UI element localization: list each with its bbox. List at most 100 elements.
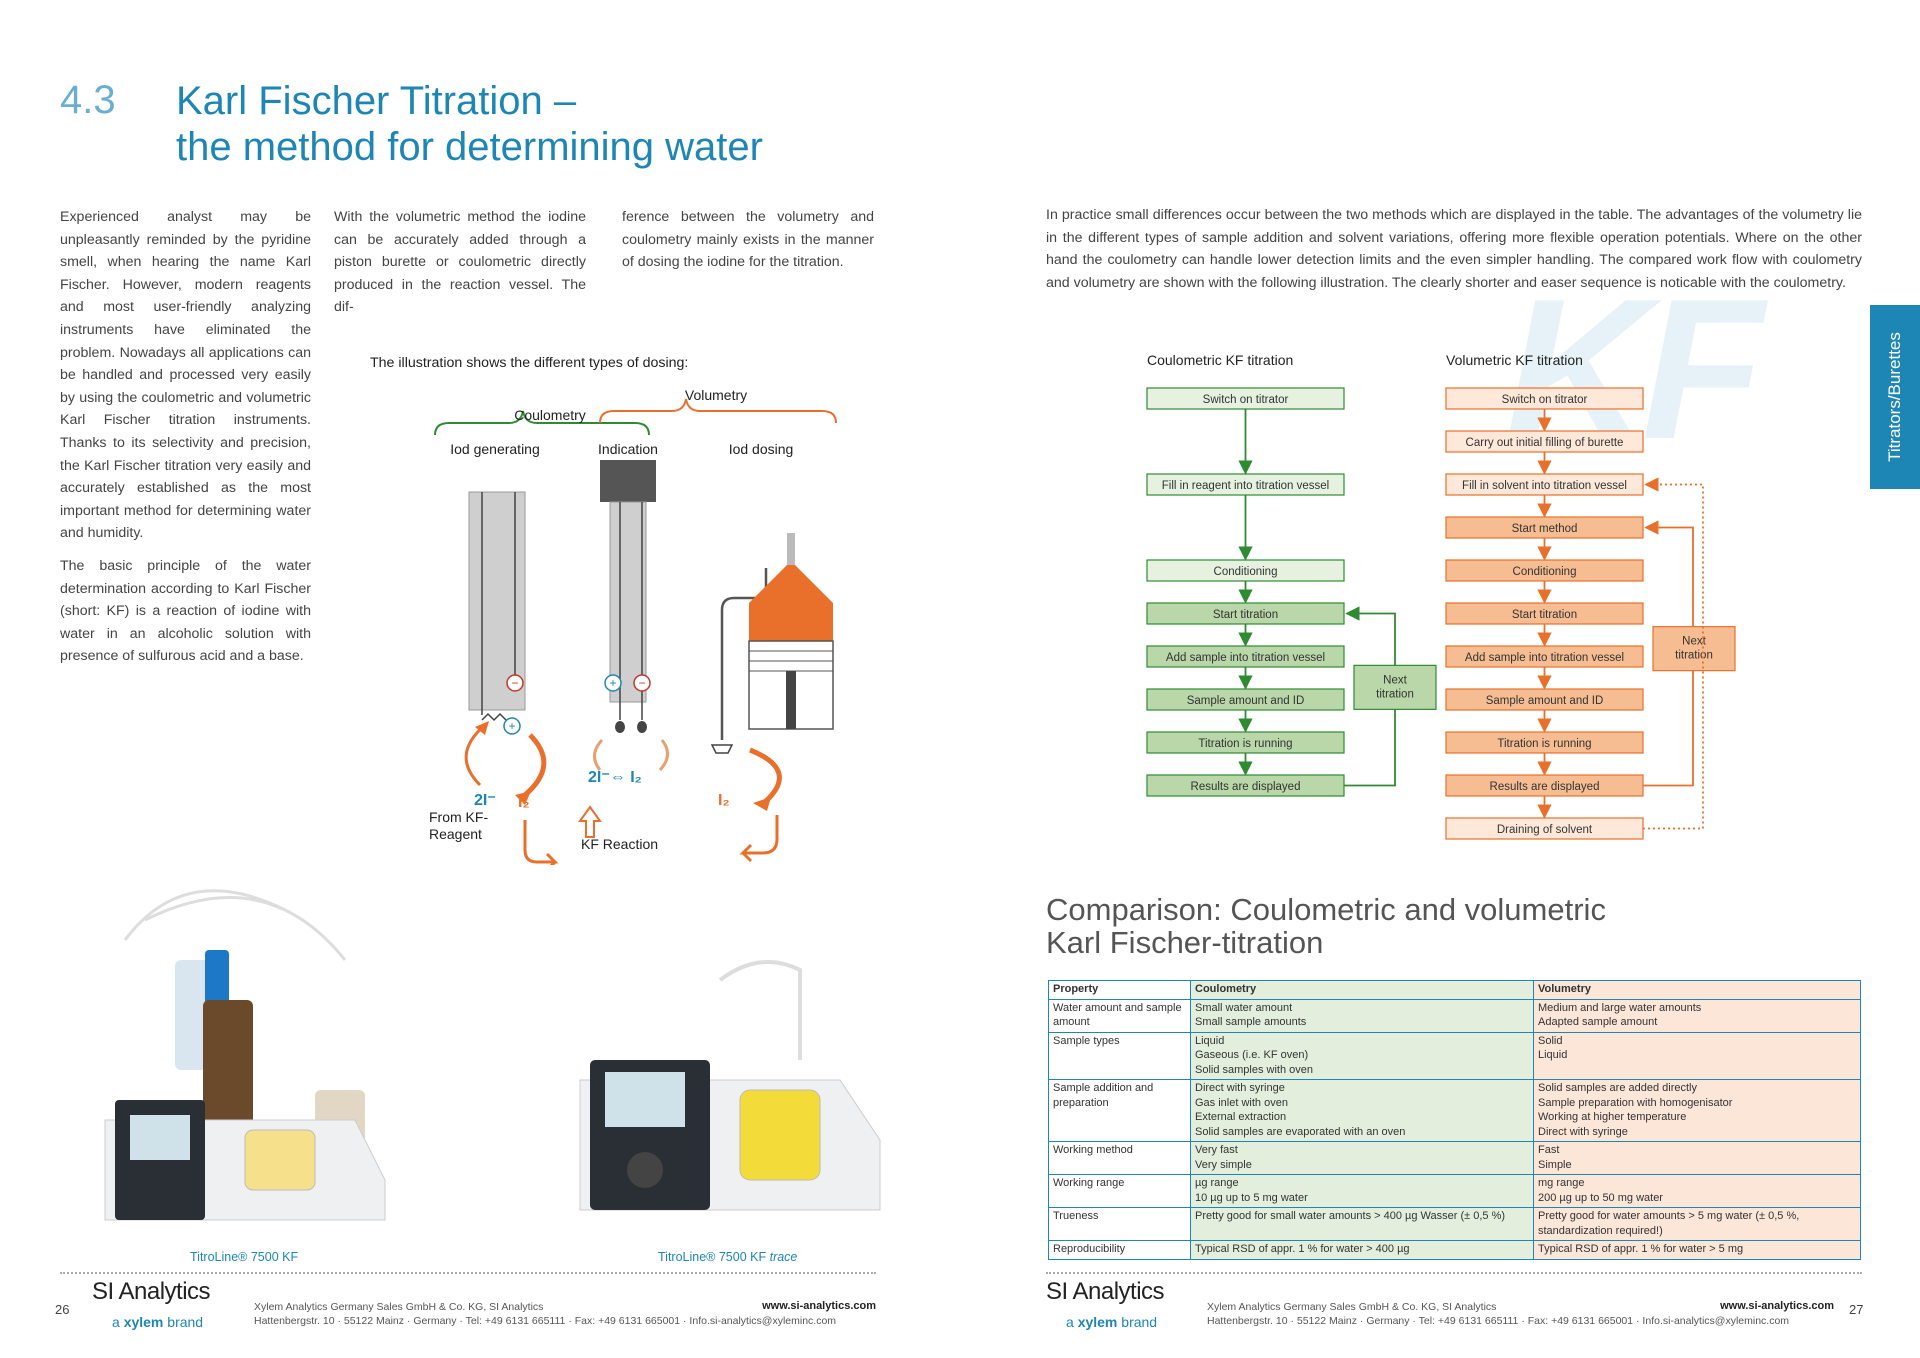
text-column-3: ference between the volumetry and coulom… [622, 209, 874, 271]
footer-company-2: Xylem Analytics Germany Sales GmbH & Co.… [1207, 1301, 1497, 1313]
volumetry-brace [599, 398, 837, 424]
arrow-icon-7 [739, 815, 779, 863]
coul-step-label: Add sample into titration vessel [1166, 652, 1325, 664]
brand-logo-right: SI Analytics [1046, 1278, 1165, 1305]
plus-sign: + [508, 719, 515, 733]
brand-sub-a-2: a [1066, 1314, 1074, 1330]
i2-label: I₂ [518, 794, 530, 811]
up-arrow-icon [578, 805, 602, 838]
coul-step-label: Conditioning [1214, 566, 1278, 578]
iod-dosing-label: Iod dosing [729, 441, 794, 457]
vol-step-label: Results are displayed [1490, 781, 1600, 793]
volumetric-flow-title: Volumetric KF titration [1446, 352, 1583, 368]
footer-divider-right [1046, 1272, 1862, 1274]
page-number-left: 26 [55, 1302, 70, 1317]
arrow-icon-3 [593, 738, 604, 771]
from-kf-label-1: From KF- [429, 809, 488, 825]
product-caption-right-italic: trace [769, 1250, 798, 1264]
burette-reservoir [749, 565, 833, 641]
arrow-icon-6 [523, 820, 559, 865]
titroline-7500-kf-image [104, 889, 386, 1221]
coul-step-label: Switch on titrator [1203, 394, 1289, 406]
side-tab-label: Titrators/Burettes [1885, 332, 1904, 462]
table-cell: Typical RSD of appr. 1 % for water > 5 m… [1533, 1240, 1861, 1260]
volumetry-label: Volumetry [685, 387, 747, 403]
table-cell: Working method [1048, 1141, 1191, 1175]
table-header-cell: Volumetry [1533, 980, 1861, 1000]
bottle-icon-2 [205, 950, 229, 1010]
drain-loop-arrow [1643, 477, 1704, 830]
coul-step-label: Results are displayed [1191, 781, 1301, 793]
arrow-icon-5 [749, 747, 782, 804]
brand-logo-left: SI Analytics [92, 1278, 211, 1305]
table-cell: Water amount and sample amount [1048, 998, 1191, 1033]
plus-icon [503, 717, 521, 735]
section-number: 4.3 [60, 78, 116, 122]
footer-address-right: Xylem Analytics Germany Sales GmbH & Co.… [1207, 1300, 1789, 1328]
footer-divider-left [60, 1272, 876, 1274]
minus-icon [506, 674, 524, 692]
vol-step-label: Add sample into titration vessel [1465, 652, 1624, 664]
minus-sign-2: − [638, 676, 645, 690]
minus-icon-2 [633, 674, 651, 692]
text-column-2: With the volumetric method the iodine ca… [334, 209, 586, 316]
arrowhead-icon [475, 721, 489, 735]
minus-sign: − [511, 676, 518, 690]
brand-sub-brand-2: brand [1121, 1314, 1158, 1330]
vol-next-label-2: titration [1675, 650, 1713, 662]
illustration-caption: The illustration shows the different typ… [370, 355, 689, 371]
arrow-icon-2 [523, 733, 547, 797]
product-caption-right: TitroLine® 7500 KF trace [658, 1250, 797, 1264]
arrowhead-icon-5 [753, 797, 771, 811]
kf-reaction-label: KF Reaction [581, 836, 658, 852]
coul-next-label-1: Next [1383, 674, 1407, 686]
table-cell: Sample types [1048, 1031, 1191, 1080]
two-i-minus-label: 2I⁻ [474, 792, 496, 809]
table-header-cell: Coulometry [1190, 980, 1534, 1000]
brown-bottle-icon [203, 1000, 253, 1150]
footer-address-2: Hattenbergstr. 10 · 55122 Mainz · German… [1207, 1315, 1790, 1327]
coul-step-label: Titration is running [1198, 738, 1292, 750]
table-cell: Sample addition and preparation [1048, 1079, 1191, 1142]
side-tab-titrators[interactable]: Titrators/Burettes [1870, 305, 1920, 489]
page-number-right: 27 [1849, 1302, 1864, 1317]
footer-address: Hattenbergstr. 10 · 55122 Mainz · German… [254, 1315, 837, 1327]
paragraph-principle: The basic principle of the water determi… [60, 557, 311, 665]
footer-url-right[interactable]: www.si-analytics.com [1720, 1300, 1834, 1312]
table-cell: Pretty good for water amounts > 5 mg wat… [1533, 1207, 1861, 1241]
from-kf-label-2: Reagent [429, 826, 482, 842]
title-line-2: the method for determining water [176, 125, 763, 169]
vol-step-label: Titration is running [1497, 738, 1591, 750]
burette-tip-icon [710, 744, 734, 754]
coulometry-brace [434, 410, 650, 436]
vol-step-label: Conditioning [1513, 566, 1577, 578]
vol-step-label: Draining of solvent [1497, 824, 1593, 836]
titration-vessel-icon [244, 1129, 316, 1191]
plus-sign-2: + [609, 676, 616, 690]
arrow-icon [464, 723, 486, 787]
equilibrium-label: 2I⁻⇔ I₂ [588, 769, 642, 786]
footer-url-left[interactable]: www.si-analytics.com [762, 1300, 876, 1312]
brand-sub-brand: brand [167, 1314, 204, 1330]
table-header-cell: Property [1048, 980, 1191, 1000]
table-cell: Typical RSD of appr. 1 % for water > 400… [1190, 1240, 1534, 1260]
burette-piston [786, 671, 796, 729]
coul-step-label: Fill in reagent into titration vessel [1162, 480, 1329, 492]
